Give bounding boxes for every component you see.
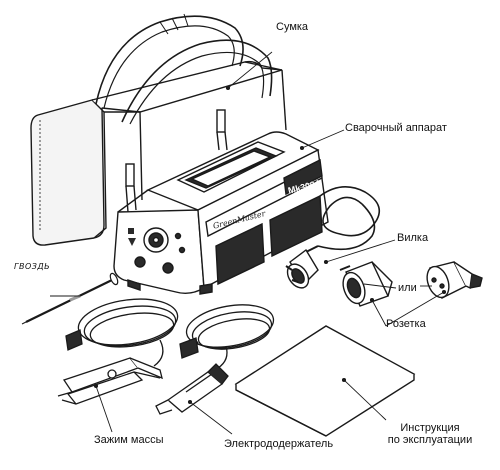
- leader-lines: [50, 51, 447, 435]
- bag-illustration: [30, 13, 287, 246]
- label-socket: Розетка: [386, 318, 426, 330]
- label-manual-line1: Инструкция: [400, 422, 460, 434]
- electrode-holder-illustration: [155, 304, 275, 415]
- label-ground-clamp: Зажим массы: [94, 434, 164, 446]
- label-plug: Вилка: [397, 232, 429, 244]
- ground-clamp-illustration: [57, 298, 179, 405]
- label-bag: Сумка: [276, 21, 309, 33]
- label-electrode-holder: Электрододержатель: [224, 438, 334, 450]
- socket-illustration-2: [426, 261, 483, 299]
- label-or: или: [398, 282, 417, 294]
- label-welder: Сварочный аппарат: [345, 122, 447, 134]
- label-manual-line2: по эксплуатации: [387, 434, 473, 446]
- manual-illustration: [234, 325, 416, 437]
- label-nail: ГВОЗДЬ: [14, 262, 51, 271]
- nail-illustration: [21, 272, 119, 325]
- welding-machine-illustration: [113, 131, 381, 295]
- plug-illustration: [285, 245, 319, 289]
